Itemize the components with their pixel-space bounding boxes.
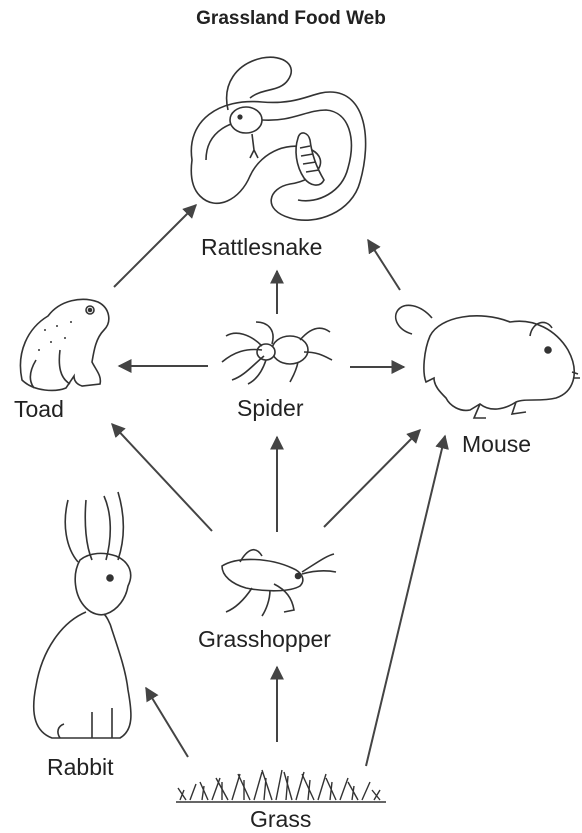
label-grass: Grass <box>250 806 311 833</box>
grasshopper-icon <box>222 550 336 616</box>
arrow-layer <box>112 205 445 766</box>
arrow-toad-to-rattlesnake <box>114 205 196 287</box>
rattlesnake-icon <box>191 57 365 220</box>
toad-icon <box>20 299 108 390</box>
label-mouse: Mouse <box>462 431 531 458</box>
rabbit-icon <box>34 492 131 738</box>
spider-icon <box>222 322 332 384</box>
label-rattlesnake: Rattlesnake <box>201 234 322 261</box>
label-rabbit: Rabbit <box>47 754 113 781</box>
mouse-icon <box>396 305 580 418</box>
grass-icon <box>176 770 386 802</box>
arrow-mouse-to-rattlesnake <box>368 240 400 290</box>
arrow-grasshopper-to-mouse <box>324 430 420 527</box>
arrow-grass-to-mouse <box>366 436 445 766</box>
arrow-grasshopper-to-toad <box>112 424 212 531</box>
arrow-grass-to-rabbit <box>146 688 188 757</box>
label-toad: Toad <box>14 396 64 423</box>
label-spider: Spider <box>237 395 303 422</box>
label-grasshopper: Grasshopper <box>198 626 331 653</box>
